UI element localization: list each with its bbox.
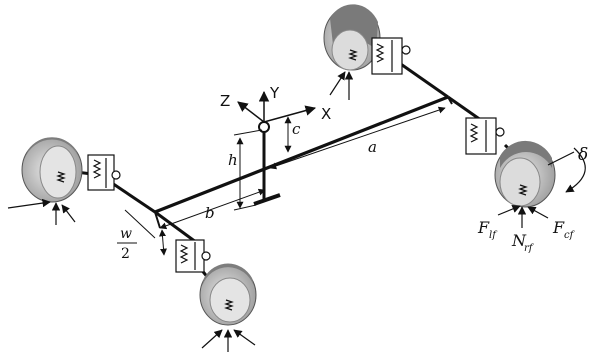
suspension-front-right: [465, 117, 528, 196]
wheel-front-left: [323, 4, 381, 71]
track-denominator: 2: [121, 246, 130, 262]
force-long-sub: cf: [564, 230, 576, 241]
wheel-rear-right: [199, 263, 257, 326]
steer-angle-label: δ: [578, 145, 588, 165]
suspension-rear-left: [56, 154, 121, 191]
dim-a-label: a: [368, 138, 377, 156]
track-numerator: w: [120, 226, 132, 242]
wheel-rear-left: [21, 137, 83, 203]
axis-x-label: X: [321, 105, 331, 123]
force-lateral-main: F: [477, 218, 490, 237]
steer-angle-indicator: [547, 147, 586, 193]
dimension-lines: [124, 106, 446, 256]
force-label-normal: N rf: [511, 231, 535, 254]
force-label-lateral: F lf: [477, 218, 498, 241]
suspension-rear-right: [175, 239, 234, 311]
dim-c-label: c: [292, 120, 301, 138]
force-lateral-sub: lf: [489, 230, 498, 241]
force-label-longitudinal: F cf: [552, 218, 576, 241]
chassis-frame: [154, 95, 453, 229]
suspension-front-left: [348, 37, 411, 75]
force-normal-sub: rf: [524, 243, 535, 254]
axis-y-label: Y: [269, 84, 280, 102]
dim-track-label: w 2: [117, 226, 137, 262]
axis-z-label: Z: [220, 92, 230, 110]
wheel-front-right: [494, 140, 556, 208]
force-normal-main: N: [511, 231, 527, 250]
force-long-main: F: [552, 218, 565, 237]
dim-h-label: h: [228, 151, 238, 169]
force-arrows: [7, 71, 549, 352]
dim-b-label: b: [205, 204, 215, 222]
